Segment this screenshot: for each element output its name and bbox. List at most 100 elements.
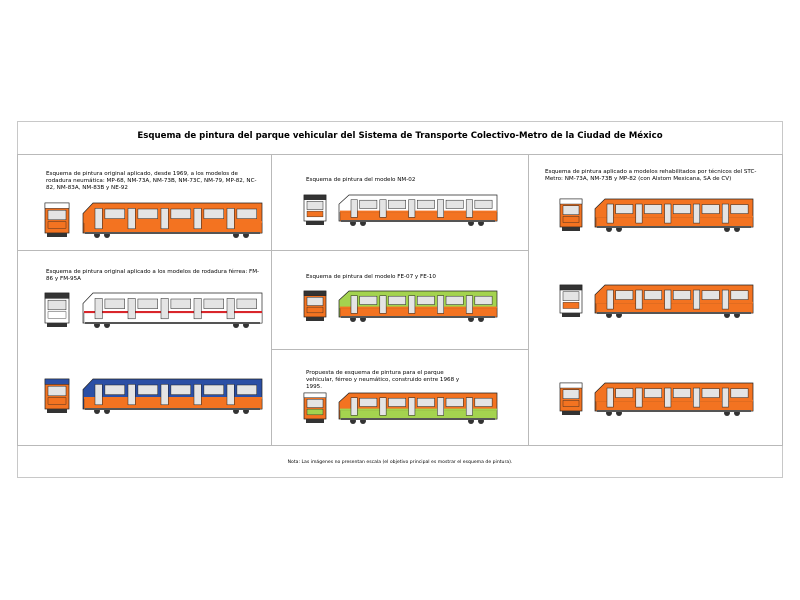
window (137, 208, 158, 219)
door (664, 289, 672, 310)
door (437, 295, 444, 314)
side-lower-band (339, 409, 498, 420)
door (379, 397, 387, 416)
caption-nm02: Esquema de pintura del modelo NM-02 (306, 177, 416, 183)
door (721, 289, 729, 310)
window (104, 384, 125, 395)
window (236, 384, 257, 395)
front-windshield (306, 296, 324, 306)
door (408, 397, 416, 416)
window (137, 384, 158, 395)
front-roof (303, 392, 327, 398)
side-stripe (596, 215, 753, 218)
window (388, 199, 406, 209)
front-roof (44, 292, 70, 299)
window (416, 295, 435, 305)
front-windshield (562, 291, 580, 301)
side-stripe (340, 408, 497, 411)
front-windshield (47, 385, 67, 397)
window (644, 388, 662, 398)
window (445, 397, 464, 407)
front-bogie (562, 227, 580, 231)
side-lower-band (83, 222, 263, 234)
window (474, 397, 493, 407)
front-windshield (47, 209, 67, 221)
front-roof (44, 378, 70, 385)
train-original-orange (44, 202, 263, 238)
underframe (341, 316, 495, 318)
footnote: Nota: Las imágenes no presentan escala (… (287, 460, 513, 465)
side-lower-band (339, 211, 498, 222)
door (127, 208, 136, 230)
window (416, 199, 435, 209)
door (226, 208, 235, 230)
window (644, 204, 662, 214)
front-roof (303, 290, 327, 296)
window (672, 204, 691, 214)
door (226, 384, 235, 406)
underframe (85, 322, 260, 324)
door (664, 203, 672, 224)
train-rehab-1 (559, 198, 754, 232)
front-lower (47, 397, 67, 405)
front-bogie (47, 233, 67, 237)
window (236, 298, 257, 309)
underframe (85, 408, 260, 410)
door (465, 295, 473, 314)
window (474, 295, 493, 305)
door (408, 295, 416, 314)
window (104, 298, 125, 309)
side-lower-band (339, 307, 498, 318)
door (94, 384, 103, 406)
window (615, 204, 634, 214)
window (730, 388, 749, 398)
window (170, 298, 191, 309)
front-lower (306, 210, 324, 218)
window (359, 397, 378, 407)
front-lower (562, 216, 580, 223)
window (615, 290, 634, 300)
train-rehab-2 (559, 284, 754, 318)
door (350, 199, 358, 218)
train-fe07 (303, 290, 498, 322)
window (730, 290, 749, 300)
front-lower (306, 408, 324, 416)
front-windshield (306, 200, 324, 210)
door (693, 289, 700, 310)
door (664, 387, 672, 408)
window (203, 384, 224, 395)
underframe (85, 232, 260, 234)
door (160, 298, 169, 320)
caption-rehabilitados: Esquema de pintura aplicado a modelos re… (545, 169, 757, 182)
front-bogie (47, 323, 67, 327)
window (445, 199, 464, 209)
window (388, 295, 406, 305)
door (635, 203, 643, 224)
panel-original-ferrea: Esquema de pintura original aplicado a l… (17, 250, 272, 446)
door (193, 384, 202, 406)
front-lower (562, 400, 580, 407)
window (236, 208, 257, 219)
door (606, 289, 614, 310)
door (437, 397, 444, 416)
door (350, 397, 358, 416)
window (137, 298, 158, 309)
window (615, 388, 634, 398)
side-stripe (340, 210, 497, 213)
door (635, 289, 643, 310)
panel-rehabilitados: Esquema de pintura aplicado a modelos re… (528, 154, 783, 446)
door (465, 199, 473, 218)
front-bogie (306, 221, 324, 225)
caption-fe07: Esquema de pintura del modelo FE-07 y FE… (306, 274, 436, 280)
side-stripe (596, 301, 753, 304)
door (94, 208, 103, 230)
door (193, 208, 202, 230)
door (408, 199, 416, 218)
door (350, 295, 358, 314)
door (693, 387, 700, 408)
side-lower-band (595, 401, 754, 412)
window (104, 208, 125, 219)
front-windshield (562, 205, 580, 215)
side-stripe (84, 397, 262, 400)
window (672, 290, 691, 300)
